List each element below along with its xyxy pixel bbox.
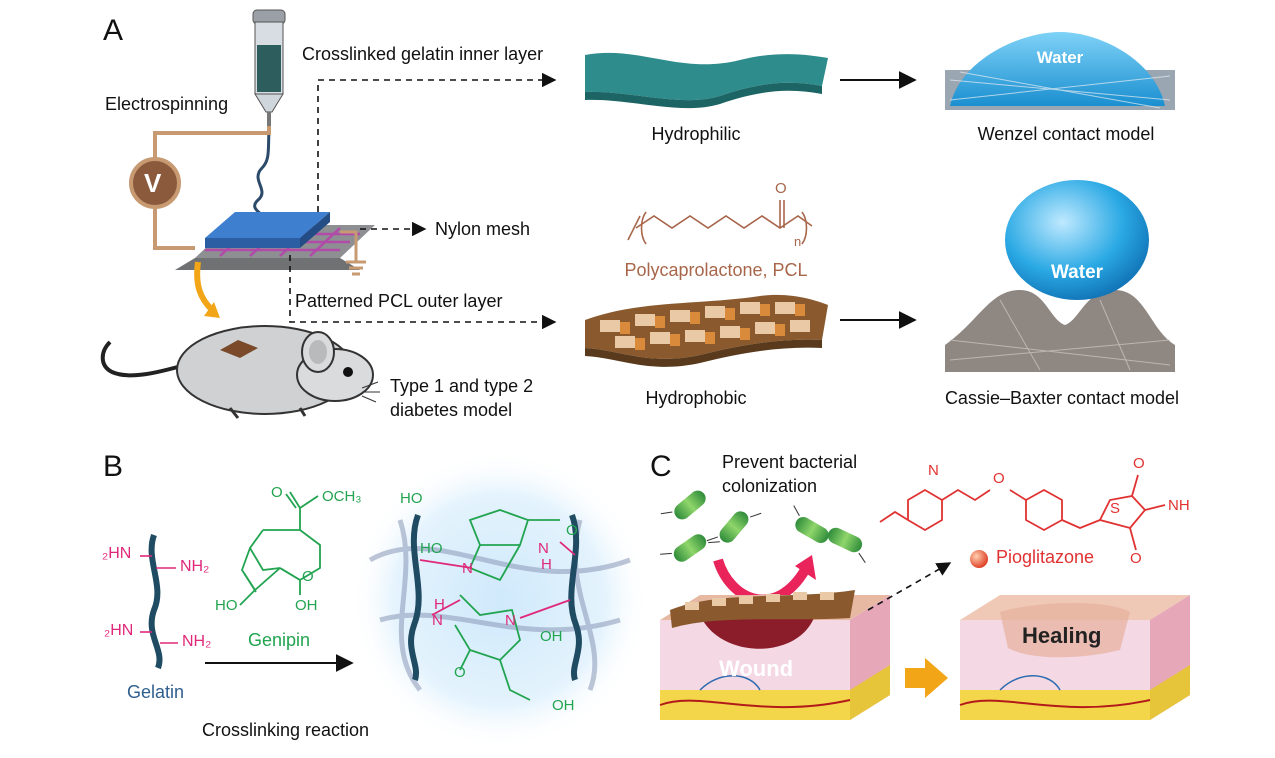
network-h-3: H bbox=[434, 596, 445, 613]
amine-label-h2n-top: ₂HN bbox=[102, 545, 132, 562]
crosslinking-label: Crosslinking reaction bbox=[202, 720, 370, 740]
panel-label-c: C bbox=[650, 450, 672, 483]
pioglitazone-label: Pioglitazone bbox=[996, 547, 1095, 567]
ground-symbol bbox=[340, 230, 366, 276]
cassie-label: Cassie–Baxter contact model bbox=[944, 388, 1180, 408]
network-ho-top: HO bbox=[400, 490, 423, 507]
repel-arrow bbox=[713, 558, 810, 605]
network-oh: OH bbox=[540, 628, 563, 645]
bacteria-label-line1: Prevent bacterial bbox=[722, 452, 858, 472]
cassie-illustration bbox=[945, 180, 1175, 372]
pcl-patterned-layer bbox=[585, 294, 828, 367]
collector bbox=[175, 212, 375, 270]
dashed-arrow-drug bbox=[867, 562, 952, 611]
healed-skin-block bbox=[959, 595, 1190, 720]
network-o-top: O bbox=[566, 522, 578, 539]
network-ho-mid: HO bbox=[420, 540, 443, 557]
outer-layer-label: Patterned PCL outer layer bbox=[295, 291, 503, 311]
drug-n-label: N bbox=[928, 462, 939, 479]
network-h-2: H bbox=[541, 556, 552, 573]
crosslink-glow bbox=[350, 450, 650, 750]
genipin-structure bbox=[239, 491, 321, 606]
wenzel-label: Wenzel contact model bbox=[977, 124, 1155, 144]
amine-label-nh2-top: NH₂ bbox=[180, 558, 210, 575]
gelatin-layer bbox=[585, 52, 828, 101]
amine-label-nh2-bottom: NH₂ bbox=[182, 633, 212, 650]
network-n-3: N bbox=[432, 612, 443, 629]
nylon-mesh-label: Nylon mesh bbox=[435, 219, 531, 239]
healing-label: Healing bbox=[1022, 623, 1102, 648]
pioglitazone-ball bbox=[970, 550, 988, 568]
voltage-source bbox=[129, 157, 181, 209]
network-o-bottom: O bbox=[454, 664, 466, 681]
healing-arrow bbox=[905, 658, 948, 698]
voltage-wire bbox=[153, 126, 271, 250]
dashed-arrow-outer bbox=[289, 255, 557, 330]
network-n-2: N bbox=[538, 540, 549, 557]
genipin-crosslinks bbox=[454, 509, 560, 701]
water-label-cassie: Water bbox=[1050, 262, 1104, 283]
drug-o-top-label: O bbox=[1133, 455, 1145, 472]
genipin-oh-label: OH bbox=[295, 597, 318, 614]
genipin-ho-label: HO bbox=[215, 597, 238, 614]
amine-label-h2n-bottom: ₂HN bbox=[104, 622, 134, 639]
gelatin-label: Gelatin bbox=[127, 682, 185, 702]
network-oh-bottom: OH bbox=[552, 697, 575, 714]
pcl-n-label: n bbox=[794, 234, 802, 249]
diabetes-label-line2: diabetes model bbox=[390, 400, 513, 420]
drug-o-bottom-label: O bbox=[1130, 550, 1142, 567]
syringe bbox=[252, 9, 286, 130]
inner-layer-label: Crosslinked gelatin inner layer bbox=[302, 44, 544, 64]
genipin-o-label: O bbox=[271, 484, 283, 501]
pcl-structure bbox=[627, 200, 813, 245]
wound-label: Wound bbox=[719, 656, 794, 681]
network-n-4: N bbox=[505, 612, 516, 629]
panel-label-a: A bbox=[103, 14, 124, 47]
pcl-name-label: Polycaprolactone, PCL bbox=[624, 260, 808, 280]
genipin-ring-o-label: O bbox=[302, 568, 314, 585]
electrospinning-label: Electrospinning bbox=[105, 94, 229, 114]
drug-s-label: S bbox=[1110, 500, 1121, 517]
wound-skin-block bbox=[659, 590, 890, 720]
pcl-o-label: O bbox=[775, 180, 787, 197]
bacteria bbox=[660, 490, 866, 563]
panel-label-b: B bbox=[103, 450, 124, 483]
drug-o-ether-label: O bbox=[993, 470, 1005, 487]
hydrophilic-label: Hydrophilic bbox=[651, 124, 741, 144]
dashed-arrow-inner bbox=[317, 72, 557, 212]
gelatin-chains bbox=[408, 513, 582, 681]
bacteria-label-line2: colonization bbox=[722, 476, 818, 496]
pioglitazone-structure bbox=[879, 474, 1166, 551]
voltage-label: V bbox=[144, 168, 162, 198]
network-n-1: N bbox=[462, 560, 473, 577]
water-label-wenzel: Water bbox=[1036, 48, 1084, 67]
diabetes-label-line1: Type 1 and type 2 bbox=[390, 376, 534, 396]
och3-label: OCH₃ bbox=[322, 488, 362, 505]
drug-nh-label: NH bbox=[1168, 497, 1190, 514]
hydrophobic-label: Hydrophobic bbox=[645, 388, 747, 408]
wenzel-illustration bbox=[945, 32, 1175, 110]
orange-curve-arrow bbox=[194, 261, 215, 313]
mouse bbox=[100, 325, 380, 419]
gelatin-backbone bbox=[148, 533, 163, 670]
genipin-label: Genipin bbox=[248, 630, 311, 650]
